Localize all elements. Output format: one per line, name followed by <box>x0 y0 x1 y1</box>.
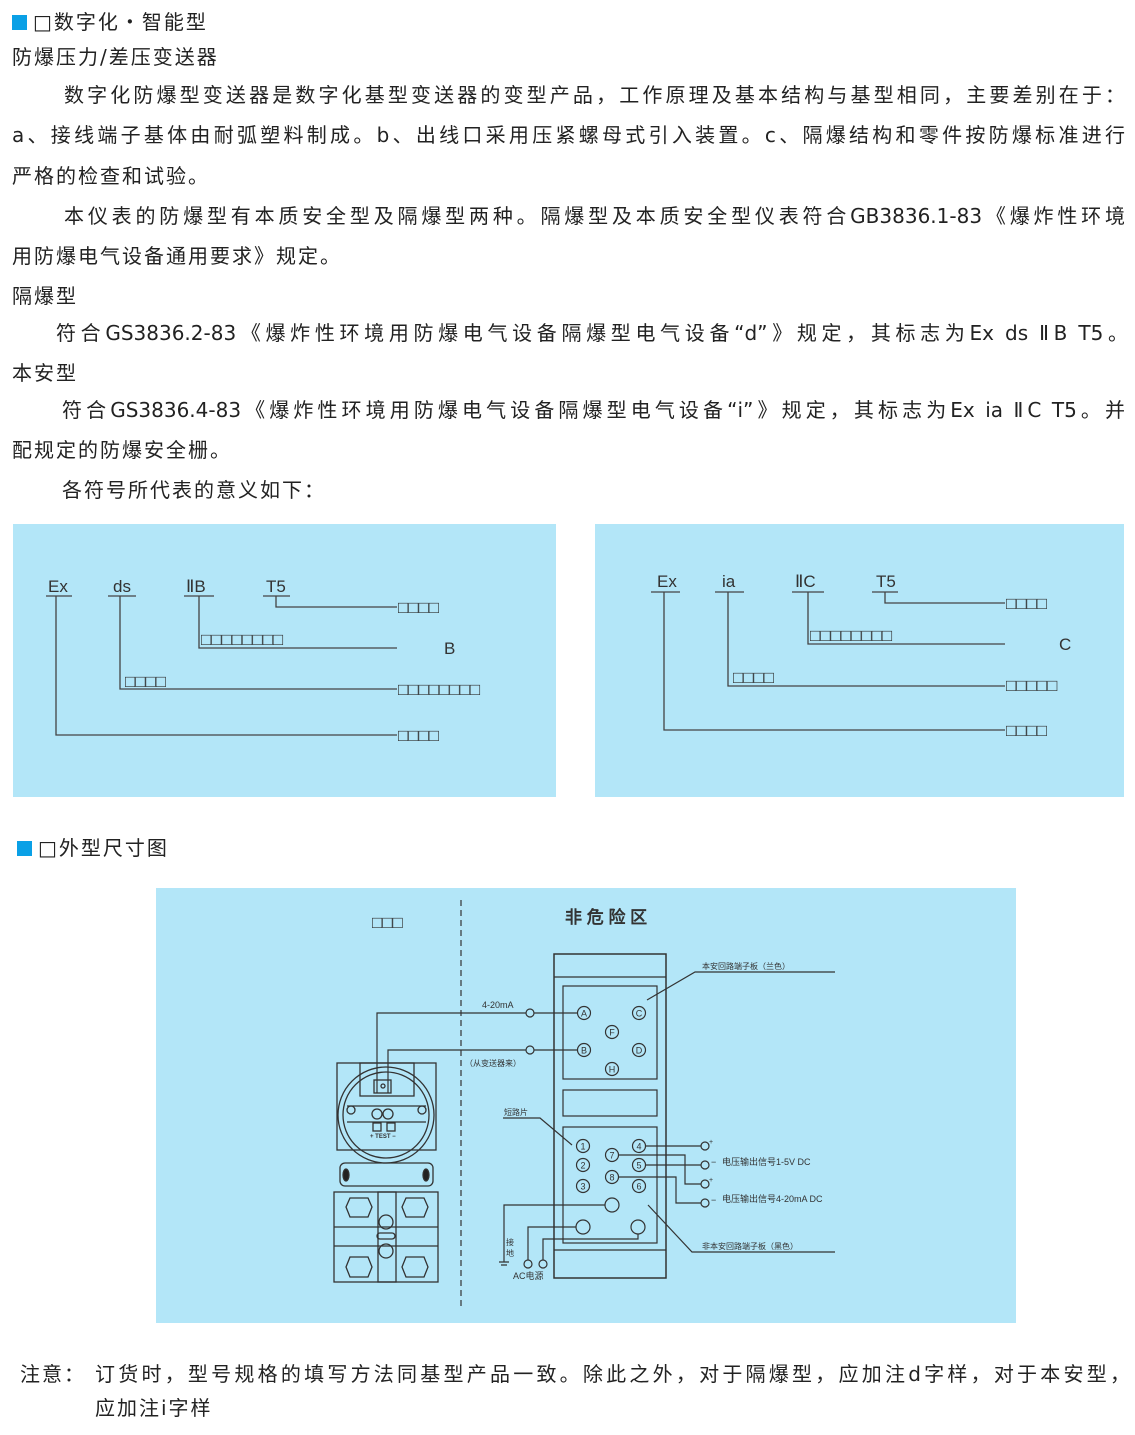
terminal-lower-circle <box>575 1157 591 1173</box>
code-ex: Ex <box>657 572 677 591</box>
code-temp: T5 <box>266 577 286 596</box>
code-ds: ds <box>113 577 131 596</box>
terminal-upper: B <box>581 1046 587 1056</box>
test-label: + TEST − <box>370 1134 396 1140</box>
terminal-lower: 6 <box>636 1182 641 1192</box>
blue-board-label: 本安回路端子板（兰色） <box>702 961 790 971</box>
ac-power-label: AC电源 <box>513 1270 544 1281</box>
group-value: C <box>1059 635 1071 654</box>
terminal-upper: D <box>636 1046 643 1056</box>
para2-line: 用防爆电气设备通用要求》规定。 <box>12 244 342 268</box>
ds-label: □□□□ <box>125 672 166 691</box>
terminal-upper: H <box>609 1065 616 1075</box>
terminal-lower-circle <box>631 1178 647 1194</box>
intrinsic-text: 配规定的防爆安全栅。 <box>12 438 232 462</box>
temp-desc: □□□□ <box>1006 594 1047 613</box>
black-board-label: 非本安回路端子板（黑色） <box>702 1241 798 1251</box>
bullet-square-icon <box>12 15 27 30</box>
note-label: 注意： <box>20 1362 86 1386</box>
terminal-upper: F <box>609 1028 615 1038</box>
safe-zone-label: 非 危 险 区 <box>565 907 647 927</box>
from-transmitter-label: （从变送器来） <box>465 1058 521 1068</box>
intro-line: a、接线端子基体由耐弧塑料制成。b、出线口采用压紧螺母式引入装置。c、隔爆结构和… <box>12 123 1125 147</box>
subtitle: 防爆压力/差压变送器 <box>12 45 219 69</box>
terminal-lower-circle <box>575 1178 591 1194</box>
section-heading-dimensions: □外型尺寸图 <box>17 836 169 860</box>
terminal-upper: A <box>581 1009 587 1019</box>
terminal-lower-circle <box>604 1169 620 1185</box>
terminal-upper-circle <box>631 1005 647 1021</box>
temp-desc: □□□□ <box>398 598 439 617</box>
code-temp: T5 <box>876 572 896 591</box>
flameproof-text: 符合GS3836.2-83《爆炸性环境用防爆电气设备隔爆型电气设备“d”》规定，… <box>56 321 1128 345</box>
note-text: 订货时，型号规格的填写方法同基型产品一致。除此之外，对于隔爆型，应加注d字样，对… <box>95 1362 1130 1386</box>
barrier-cabinet <box>553 953 667 1279</box>
terminal-upper-circle <box>576 1042 592 1058</box>
terminal-lower: 8 <box>609 1173 614 1183</box>
terminal-upper-circle <box>631 1042 647 1058</box>
intrinsic-heading: 本安型 <box>12 361 78 385</box>
svg-text:+: + <box>709 1177 713 1184</box>
ia-label: □□□□ <box>733 668 774 687</box>
group-desc: □□□□□□□□ <box>810 626 892 645</box>
section-title: □数字化・智能型 <box>33 10 208 34</box>
ex-desc: □□□□ <box>1006 721 1047 740</box>
wiring-diagram: □□□ 非 危 险 区 4-20mA （从变送器来） 本安回路端子板（兰色） 非… <box>156 888 1016 1323</box>
intrinsic-text: 符合GS3836.4-83《爆炸性环境用防爆电气设备隔爆型电气设备“i”》规定，… <box>62 398 1125 422</box>
section-heading-digital: □数字化・智能型 <box>12 10 208 34</box>
terminal-upper-circle <box>604 1024 620 1040</box>
intrinsic-terminal-board <box>562 985 658 1080</box>
ground-label: 接 <box>506 1237 514 1247</box>
group-value: B <box>444 639 455 658</box>
intrinsic-code-diagram: Ex ia ⅡC T5 □□□□ □□□□□□□□ C □□□□ □□□□□ □… <box>595 524 1124 797</box>
symbols-intro: 各符号所代表的意义如下： <box>62 478 326 502</box>
terminal-lower: 4 <box>636 1142 641 1152</box>
ia-desc: □□□□□ <box>1006 676 1057 695</box>
svg-text:+: + <box>709 1139 713 1146</box>
flameproof-code-diagram: Ex ds ⅡB T5 □□□□ □□□□□□□□ B □□□□ □□□□□□□… <box>13 524 556 797</box>
terminal-lower: 3 <box>580 1182 585 1192</box>
ground-wire <box>499 1204 605 1266</box>
terminal-lower-circle <box>575 1138 591 1154</box>
terminal-upper-circle <box>604 1061 620 1077</box>
current-label: 4-20mA <box>482 1000 514 1010</box>
terminal-upper: C <box>636 1009 643 1019</box>
svg-text:−: − <box>711 1195 716 1205</box>
terminal-lower: 7 <box>609 1151 614 1161</box>
ds-desc: □□□□□□□□ <box>398 680 480 699</box>
group-desc: □□□□□□□□ <box>201 630 283 649</box>
intro-line: 数字化防爆型变送器是数字化基型变送器的变型产品，工作原理及基本结构与基型相同，主… <box>64 83 1125 107</box>
terminal-lower: 5 <box>636 1161 641 1171</box>
code-group: ⅡB <box>186 577 206 596</box>
terminal-lower-circle <box>604 1147 620 1163</box>
terminal-lower-circle <box>631 1157 647 1173</box>
code-ia: ia <box>722 572 736 591</box>
output-4-20ma-label: 电压输出信号4-20mA DC <box>722 1193 823 1204</box>
hazard-zone-label: □□□ <box>372 913 403 932</box>
code-group: ⅡC <box>795 572 816 591</box>
svg-text:−: − <box>711 1157 716 1167</box>
ground-label: 地 <box>506 1248 514 1258</box>
non-intrinsic-terminal-board <box>562 1126 658 1244</box>
flameproof-heading: 隔爆型 <box>12 284 78 308</box>
note-text: 应加注i字样 <box>95 1396 213 1420</box>
terminal-upper-circle <box>576 1005 592 1021</box>
para2-line: 本仪表的防爆型有本质安全型及隔爆型两种。隔爆型及本质安全型仪表符合GB3836.… <box>64 204 1125 228</box>
section-title: □外型尺寸图 <box>38 836 169 860</box>
output-1-5v-label: 电压输出信号1-5V DC <box>722 1156 811 1167</box>
terminal-lower: 2 <box>580 1161 585 1171</box>
terminal-lower: 1 <box>580 1142 585 1152</box>
jumper-label: 短路片 <box>504 1107 528 1117</box>
terminal-lower-circle <box>631 1138 647 1154</box>
ex-desc: □□□□ <box>398 726 439 745</box>
intro-line: 严格的检查和试验。 <box>12 164 210 188</box>
code-ex: Ex <box>48 577 68 596</box>
transmitter-drawing <box>333 1062 439 1283</box>
bullet-square-icon <box>17 841 32 856</box>
